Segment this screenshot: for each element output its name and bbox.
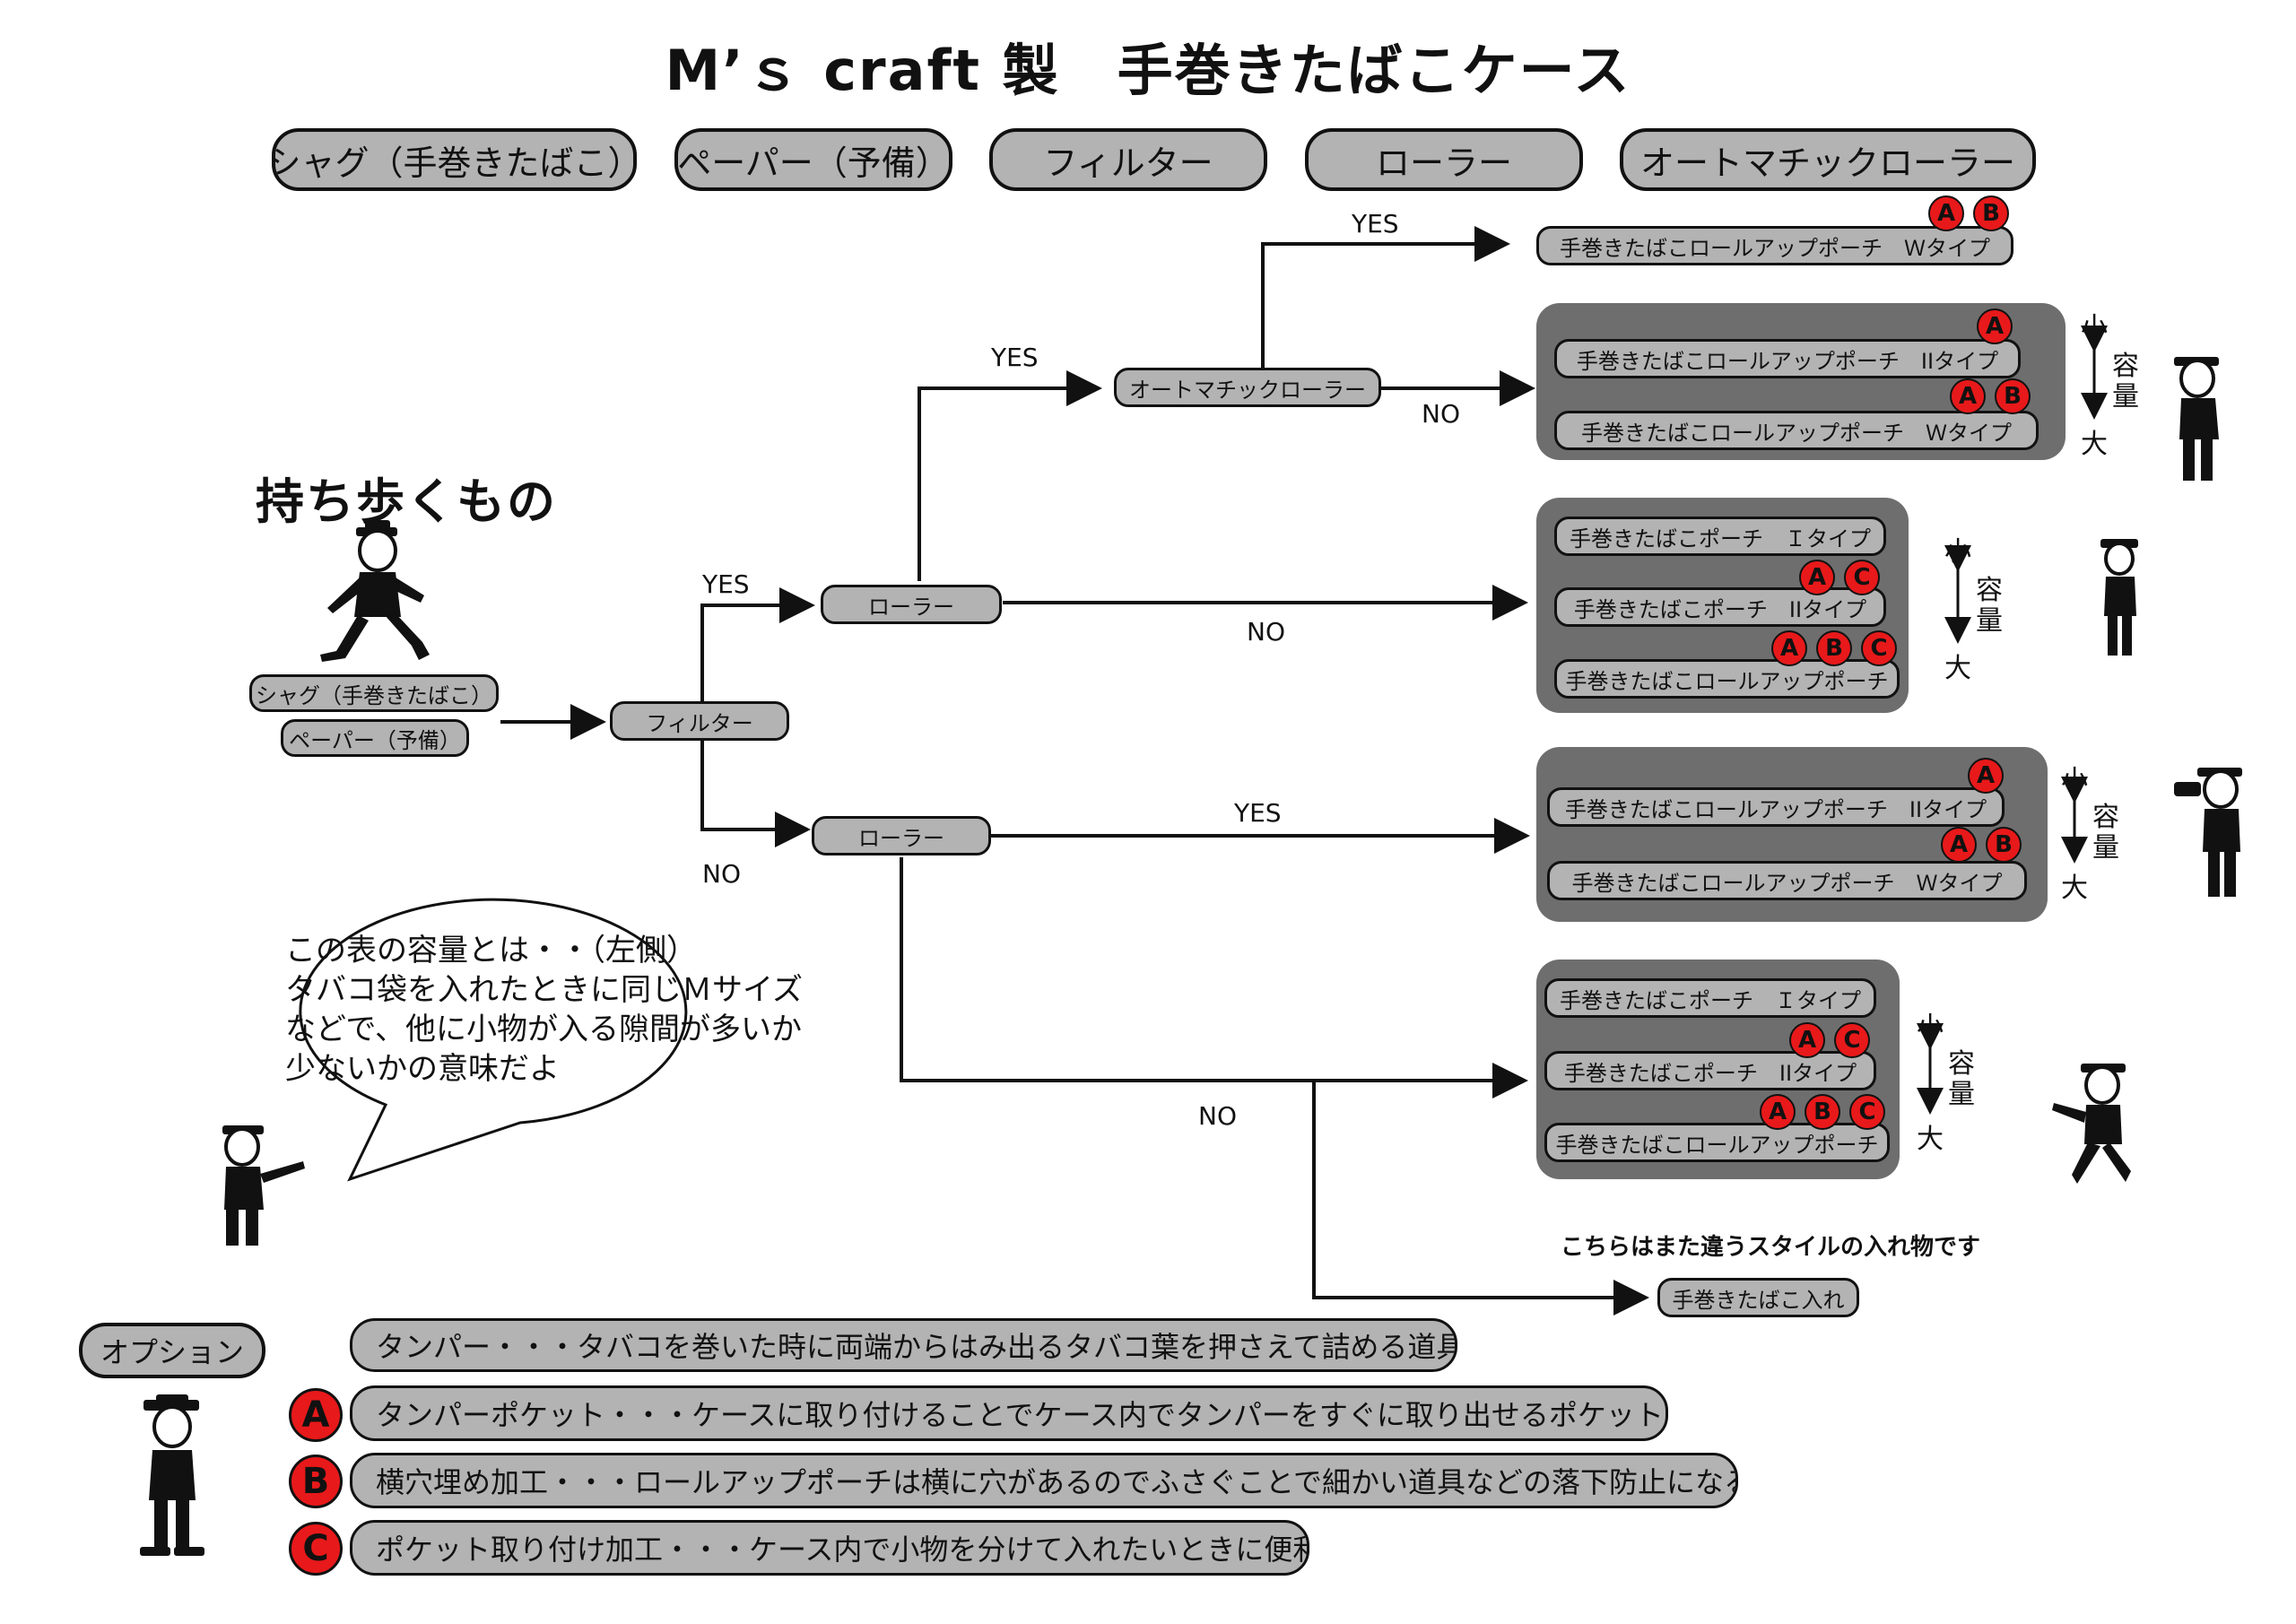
option-c: ポケット取り付け加工・・・ケース内で小物を分けて入れたいときに便利 [350,1520,1309,1576]
arrow-other [1312,1081,1649,1316]
result-pouch-i: 手巻きたばこポーチ Ｉタイプ [1544,978,1876,1018]
scale-label: 容量 [1976,575,2003,637]
cartoon-man-icon [2100,539,2138,656]
node-auto-roller: オートマチックローラー [1114,368,1381,407]
result-w-type-top: 手巻きたばこロールアップポーチ Ｗタイプ [1536,226,2013,265]
bubble-text: この表の容量とは・・（左側） タバコ袋を入れたときに同じＭサイズ などで、他に小… [285,931,803,1089]
node-roller-bottom: ローラー [812,816,991,855]
badge-b: B [1986,827,2022,863]
badge-b: B [1995,378,2031,414]
arrow-filter-yes [700,587,815,740]
page-title: M’ｓ craft 製 手巻きたばこケース [665,38,1631,103]
scale-small: 小 [2081,312,2108,343]
scale-label: 容量 [2092,802,2119,864]
bubble-line: タバコ袋を入れたときに同じＭサイズ [285,972,803,1008]
scale-large: 大 [1944,653,1971,684]
badge-a: A [1977,308,2013,344]
scale-large: 大 [2081,429,2108,460]
arrow-auto-yes [1261,226,1510,369]
result-pouch-ii: 手巻きたばこポーチ IIタイプ [1544,1051,1876,1090]
badge-b: B [1805,1094,1840,1130]
badge-a: A [1789,1022,1825,1058]
bubble-line: この表の容量とは・・（左側） [285,933,697,968]
result-ii-type: 手巻きたばこロールアップポーチ IIタイプ [1554,339,2021,378]
badge-a: A [1941,827,1977,863]
result-pouch-ii: 手巻きたばこポーチ IIタイプ [1554,587,1886,627]
cartoon-man-icon [2174,768,2242,897]
label-no-roller2: NO [1198,1101,1237,1131]
label-yes-auto: YES [1352,209,1399,239]
result-rollup: 手巻きたばこロールアップポーチ [1544,1123,1890,1162]
result-w-type: 手巻きたばこロールアップポーチ Ｗタイプ [1554,411,2039,450]
bubble-line: 少ないかの意味だよ [285,1051,560,1087]
badge-b: B [1816,630,1852,666]
item-shag: シャグ（手巻きたばこ） [272,128,637,191]
badge-c: C [1844,560,1880,595]
cartoon-man-icon [320,520,430,662]
label-yes-filter: YES [702,569,750,599]
result-pouch-i: 手巻きたばこポーチ Ｉタイプ [1554,517,1886,556]
arrow-roller2-no [900,857,1528,1099]
arrow-filter-no [700,740,811,847]
cartoon-man-icon [222,1125,305,1246]
cartoon-man-icon [2174,357,2219,481]
badge-a: A [1771,630,1807,666]
node-roller-top: ローラー [821,585,1002,624]
badge-a: A [1968,758,2004,794]
scale-label: 容量 [1948,1048,1975,1110]
other-note: こちらはまた違うスタイルの入れ物です [1561,1234,1981,1261]
node-filter: フィルター [610,701,789,741]
result-other-case: 手巻きたばこ入れ [1657,1278,1859,1317]
scale-small: 小 [1917,1012,1944,1043]
option-b: 横穴埋め加工・・・ロールアップポーチは横に穴があるのでふさぐことで細かい道具など… [350,1453,1738,1508]
badge-a: A [1928,195,1964,231]
option-badge-b: B [289,1455,343,1508]
item-filter: フィルター [989,128,1267,191]
label-no-filter: NO [702,859,741,889]
item-roller: ローラー [1305,128,1583,191]
scale-large: 大 [2061,873,2088,904]
options-label: オプション [79,1323,265,1378]
badge-a: A [1760,1094,1796,1130]
label-no-roller: NO [1247,617,1285,647]
scale-label: 容量 [2112,351,2139,413]
label-no-auto: NO [1422,399,1460,429]
label-yes-roller: YES [991,343,1039,372]
scale-small: 小 [2061,765,2088,796]
item-paper: ペーパー（予備） [674,128,952,191]
cartoon-man-icon [140,1394,204,1556]
speech-bubble [299,898,688,1182]
result-w-type: 手巻きたばこロールアップポーチ Ｗタイプ [1547,861,2027,900]
item-auto-roller: オートマチックローラー [1620,128,2036,191]
badge-c: C [1849,1094,1885,1130]
option-badge-a: A [289,1388,343,1442]
badge-b: B [1973,195,2009,231]
option-badge-c: C [289,1522,343,1576]
badge-a: A [1950,378,1986,414]
cartoon-man-icon [2052,1064,2131,1184]
carry-heading: 持ち歩くもの [256,473,557,530]
option-a: タンパーポケット・・・ケースに取り付けることでケース内でタンパーをすぐに取り出せ… [350,1385,1668,1441]
badge-c: C [1834,1022,1870,1058]
carry-paper: ペーパー（予備） [281,719,469,757]
arrow-roller-yes [918,370,1102,581]
badge-a: A [1799,560,1835,595]
badge-c: C [1861,630,1897,666]
bubble-line: などで、他に小物が入る隙間が多いか [285,1012,802,1047]
option-tamper: タンパー・・・タバコを巻いた時に両端からはみ出るタバコ葉を押さえて詰める道具 [350,1318,1457,1372]
result-ii-type: 手巻きたばこロールアップポーチ IIタイプ [1547,787,2005,827]
label-yes-roller2: YES [1234,798,1282,828]
scale-small: 小 [1944,536,1971,568]
scale-large: 大 [1917,1124,1944,1155]
result-rollup: 手巻きたばこロールアップポーチ [1554,659,1900,699]
carry-shag: シャグ（手巻きたばこ） [249,674,499,712]
